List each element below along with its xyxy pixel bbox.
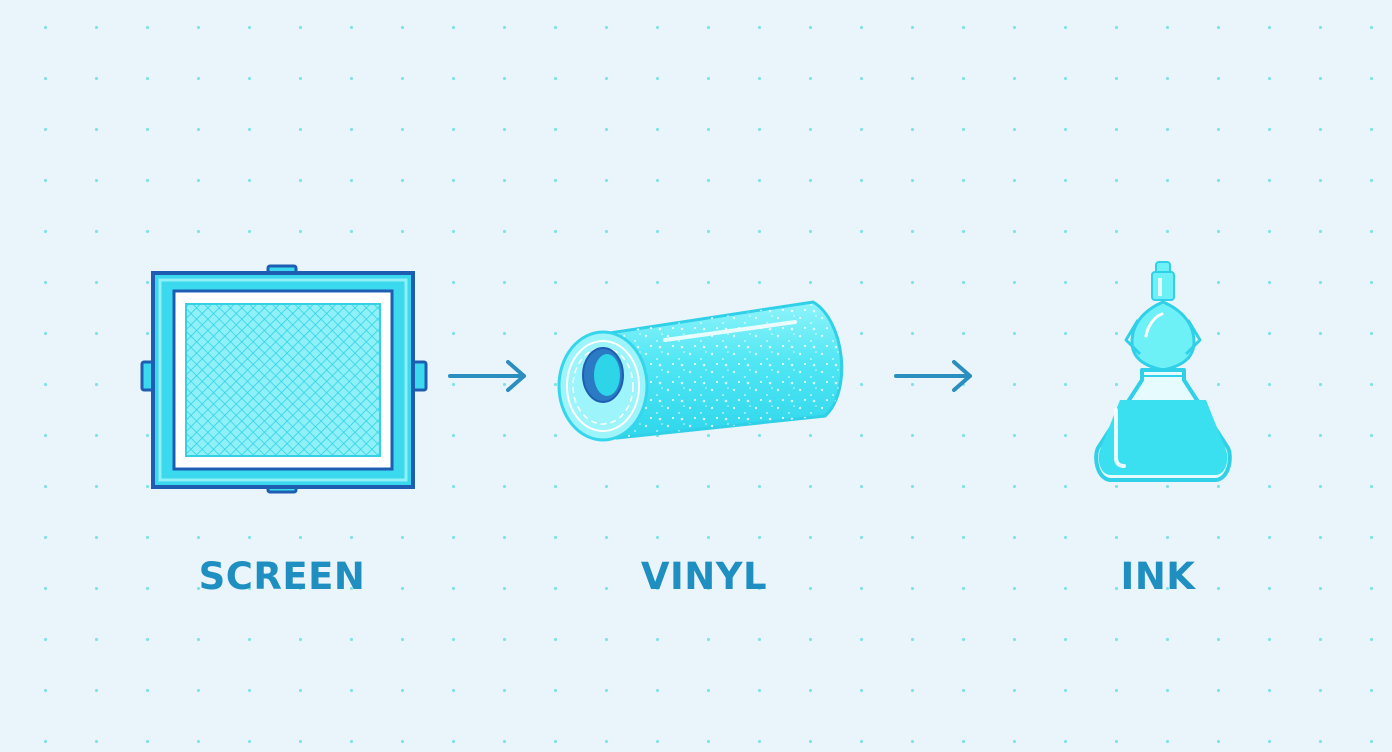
- step-vinyl: [555, 296, 863, 442]
- screen-frame-icon: [140, 264, 428, 494]
- arrow-right-icon: [448, 360, 526, 392]
- step-screen: [140, 262, 430, 494]
- step-label-vinyl: VINYL: [640, 555, 768, 598]
- step-label-screen: SCREEN: [198, 555, 366, 598]
- step-label-ink: INK: [1120, 555, 1196, 598]
- ink-bottle-icon: [1094, 261, 1232, 482]
- step-ink: [1086, 258, 1240, 488]
- arrow-right-icon: [894, 360, 972, 392]
- vinyl-roll-icon: [557, 300, 844, 442]
